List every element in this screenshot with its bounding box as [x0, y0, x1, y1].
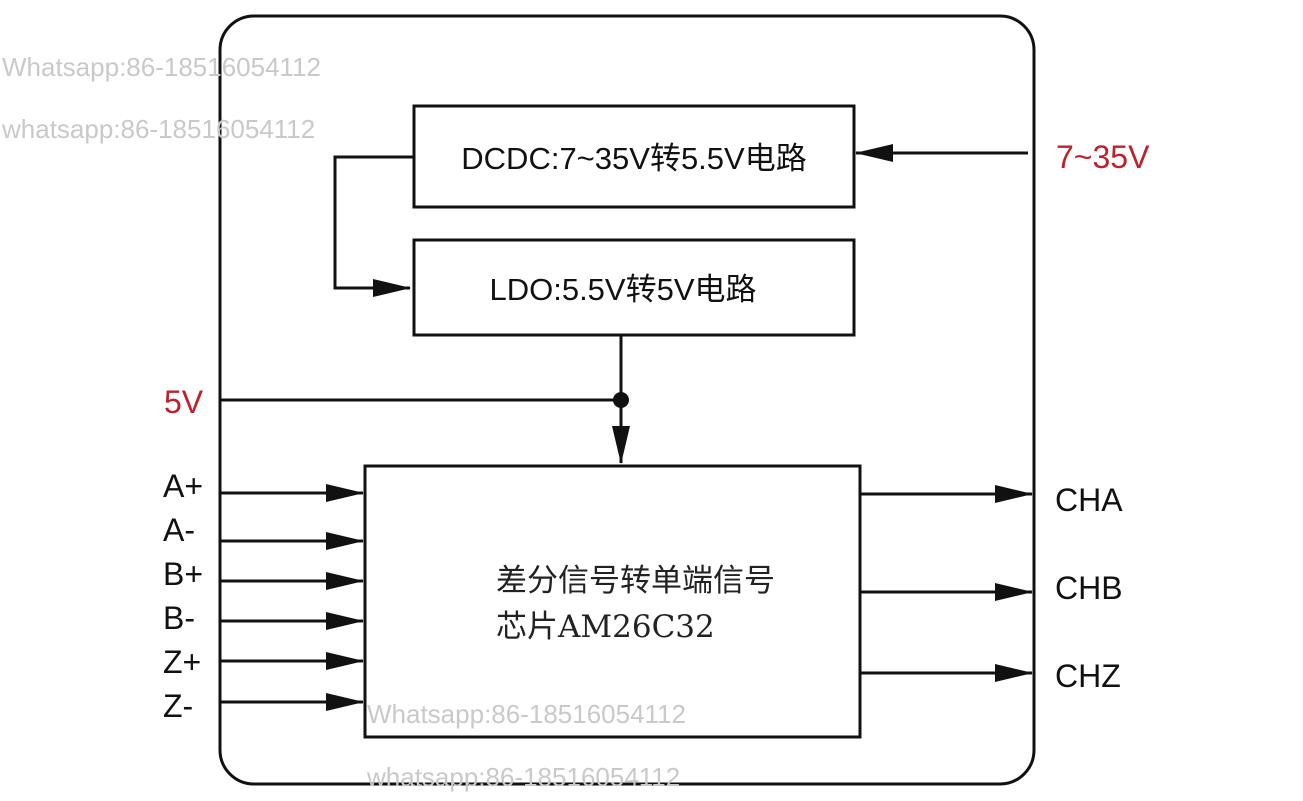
dcdc-label: DCDC:7~35V转5.5V电路 [461, 141, 806, 176]
ldo-label: LDO:5.5V转5V电路 [489, 272, 756, 307]
ldo-block [412, 238, 856, 337]
output-label-cha: CHA [1055, 482, 1123, 518]
chip-label-line1: 差分信号转单端信号 [496, 563, 775, 599]
chip-label-line2: 芯片AM26C32 [496, 609, 715, 645]
input-label-b-plus: B+ [163, 556, 203, 592]
output-label-chb: CHB [1055, 570, 1123, 606]
input-lines [220, 484, 364, 711]
watermark-2: whatsapp:86-18516054112 [1, 114, 315, 144]
input-label-z-minus: Z- [163, 688, 193, 724]
input-label-b-minus: B- [163, 600, 195, 636]
watermark-1: Whatsapp:86-18516054112 [2, 52, 321, 82]
input-label-a-plus: A+ [163, 468, 203, 504]
input-label-a-minus: A- [163, 512, 195, 548]
output-label-chz: CHZ [1055, 658, 1121, 694]
watermark-3: Whatsapp:86-18516054112 [367, 699, 686, 729]
vin-label: 7~35V [1056, 139, 1150, 175]
dcdc-to-ldo-connector [333, 155, 414, 297]
chip-block [363, 464, 862, 739]
input-label-z-plus: Z+ [163, 644, 201, 680]
5v-label: 5V [164, 384, 204, 420]
dcdc-block [412, 104, 856, 209]
watermark-4: whatsapp:86-18516054112 [366, 762, 680, 792]
